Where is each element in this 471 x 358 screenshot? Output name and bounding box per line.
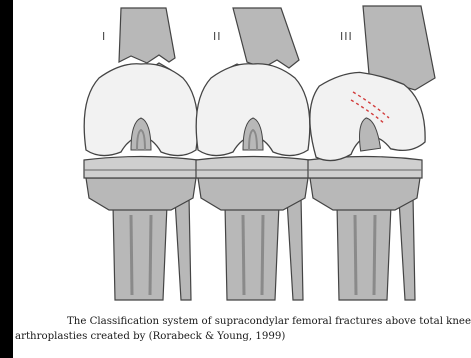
knee-type-2 [196,8,310,300]
knee-fracture-diagram [13,0,471,305]
figure-panel: I II III [13,0,471,358]
knee-type-3 [303,6,435,300]
knee-type-1 [84,8,198,300]
figure-caption: The Classification system of supracondyl… [15,314,471,344]
